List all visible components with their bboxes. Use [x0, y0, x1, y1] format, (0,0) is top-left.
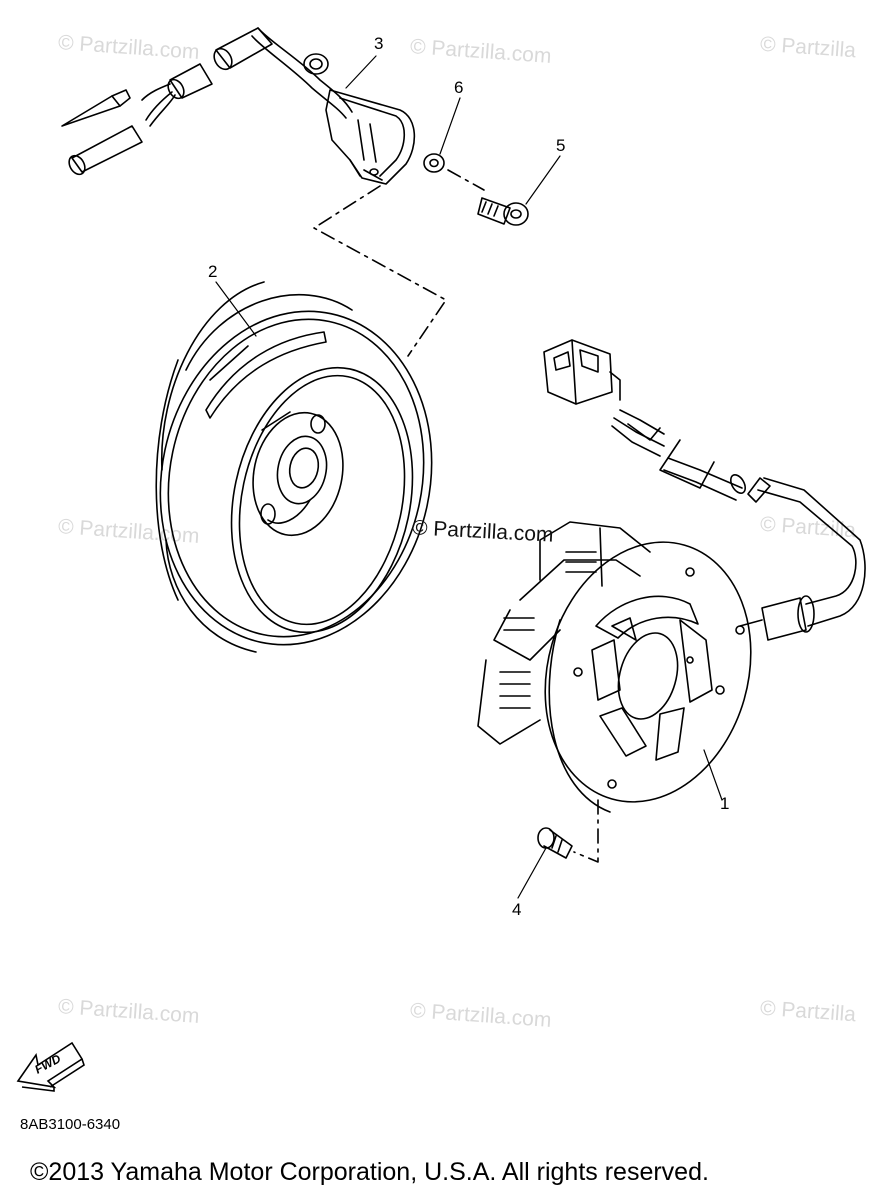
screw: [478, 198, 528, 225]
stator: [478, 518, 781, 827]
callout-6: 6: [454, 78, 464, 97]
alignment-lines: [314, 170, 598, 862]
pickup-coil: [326, 90, 414, 184]
flywheel-rotor: [130, 282, 462, 670]
fwd-arrow-icon: [16, 1035, 86, 1095]
callout-1: 1: [720, 794, 730, 813]
bolt: [538, 828, 572, 858]
stator-wire: [544, 340, 865, 640]
leader-lines: [216, 56, 722, 898]
callout-5: 5: [556, 136, 566, 155]
callout-2: 2: [208, 262, 218, 281]
pickup-coil-wire: [62, 28, 352, 177]
callout-4: 4: [512, 900, 522, 919]
callout-3: 3: [374, 34, 384, 53]
copyright: ©2013 Yamaha Motor Corporation, U.S.A. A…: [30, 1158, 709, 1186]
washer: [424, 154, 444, 172]
part-reference: 8AB3100-6340: [20, 1116, 121, 1133]
